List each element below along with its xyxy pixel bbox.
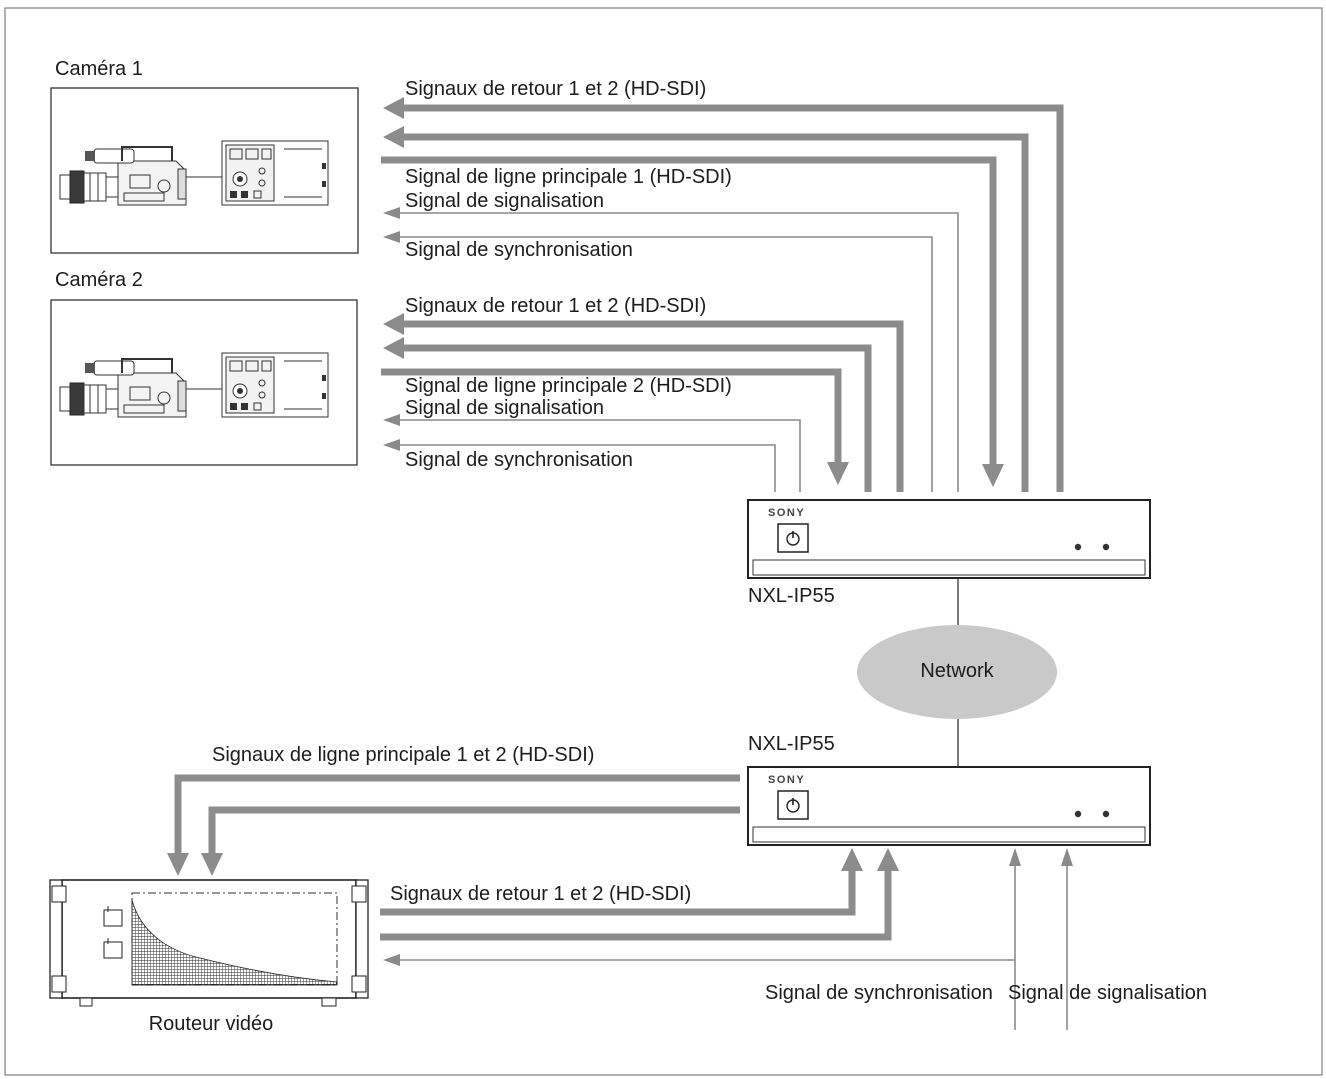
led-indicator (1102, 810, 1110, 818)
camera2-tally-arrow (383, 414, 801, 492)
camera1-label: Caméra 1 (55, 58, 143, 80)
lower-device-logo: SONY (768, 774, 805, 786)
camera2-label: Caméra 2 (55, 269, 143, 291)
lower-nxl-device: SONY (747, 766, 1151, 846)
led-indicator (1074, 543, 1082, 551)
camera2-return-label: Signaux de retour 1 et 2 (HD-SDI) (405, 295, 706, 317)
camera1-return-arrows (383, 97, 1064, 492)
router-return-arrows (380, 848, 899, 941)
power-icon (777, 523, 809, 553)
router-main-line-arrows (167, 774, 740, 876)
network-label: Network (920, 660, 994, 682)
power-icon (777, 790, 809, 820)
camera1-tally-arrow (383, 207, 959, 492)
network-cloud (857, 625, 1057, 719)
camera2-main-line-label: Signal de ligne principale 2 (HD-SDI) (405, 375, 732, 397)
outer-frame (4, 7, 1323, 1076)
sync-input-label: Signal de synchronisation (765, 982, 993, 1004)
camera2-sync-arrow (383, 439, 776, 492)
camera2-tally-label: Signal de signalisation (405, 397, 604, 419)
video-router (49, 879, 369, 1007)
camera2-return-arrows (383, 313, 904, 492)
router-main-lines-label: Signaux de ligne principale 1 et 2 (HD-S… (212, 744, 594, 766)
lower-device-model: NXL-IP55 (748, 733, 835, 755)
upper-device-logo: SONY (768, 507, 805, 519)
camera2-main-line-arrow (381, 368, 849, 485)
camera1-main-line-label: Signal de ligne principale 1 (HD-SDI) (405, 166, 732, 188)
camera1-main-line-arrow (381, 156, 1004, 487)
camera1-return-label: Signaux de retour 1 et 2 (HD-SDI) (405, 78, 706, 100)
camera1-sync-arrow (383, 231, 933, 492)
upper-nxl-device: SONY (747, 499, 1151, 579)
router-label: Routeur vidéo (149, 1013, 274, 1035)
camera2-sync-label: Signal de synchronisation (405, 449, 633, 471)
router-return-label: Signaux de retour 1 et 2 (HD-SDI) (390, 883, 691, 905)
tally-input-label: Signal de signalisation (1008, 982, 1207, 1004)
camera1-sync-label: Signal de synchronisation (405, 239, 633, 261)
sync-input-arrow (383, 848, 1021, 1030)
led-indicator (1102, 543, 1110, 551)
camera1-tally-label: Signal de signalisation (405, 190, 604, 212)
tally-input-arrow (1061, 848, 1073, 1030)
upper-device-model: NXL-IP55 (748, 585, 835, 607)
led-indicator (1074, 810, 1082, 818)
